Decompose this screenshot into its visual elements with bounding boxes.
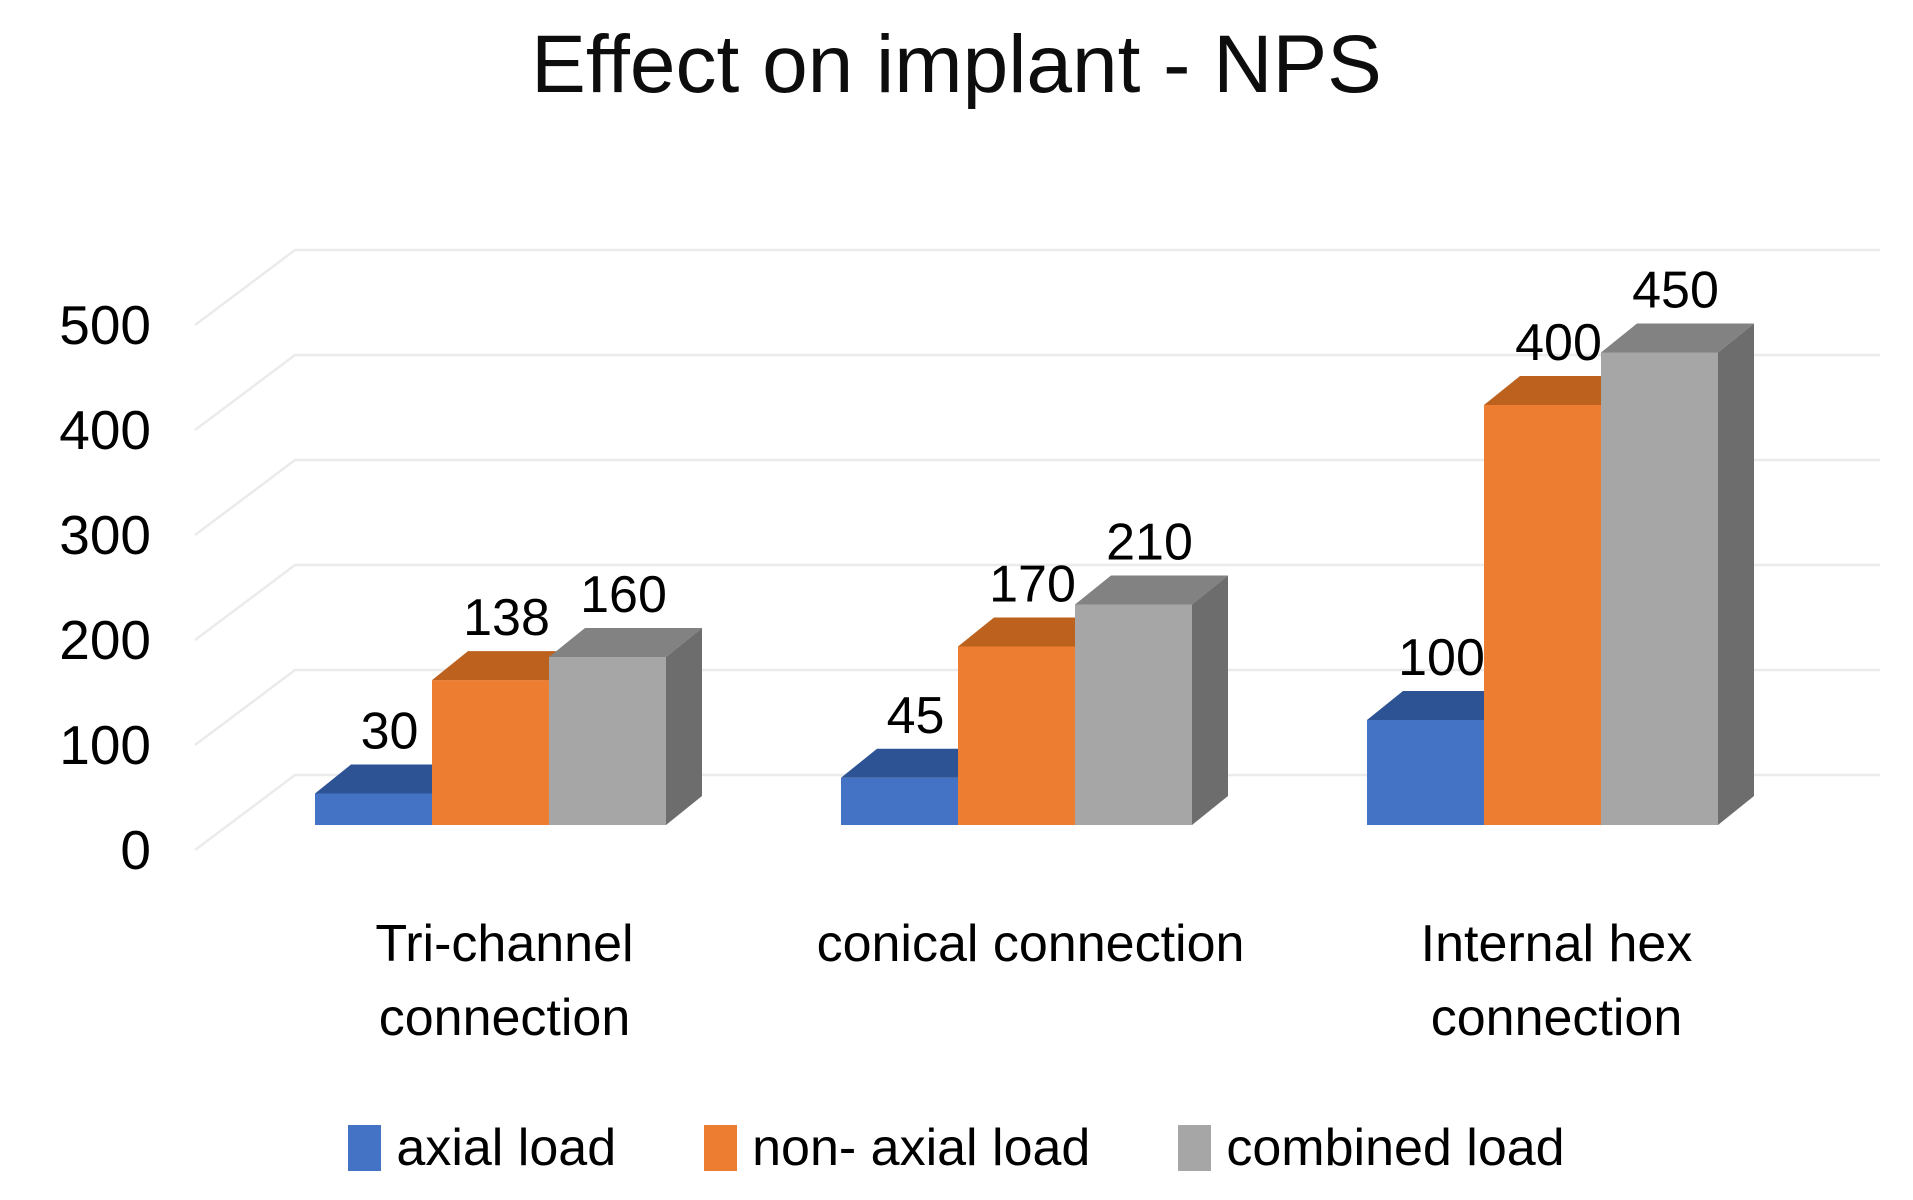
bar-top-face <box>1075 575 1228 605</box>
legend-swatch-icon <box>348 1125 382 1171</box>
gridline <box>194 248 1880 326</box>
gridline <box>194 353 1880 431</box>
bar-front-face <box>549 657 666 825</box>
data-label: 138 <box>463 589 550 647</box>
data-label: 160 <box>580 566 667 624</box>
category-label-line: connection <box>378 988 631 1047</box>
data-label: 30 <box>361 703 419 761</box>
legend-item: non- axial load <box>704 1118 1090 1178</box>
category-label-line: conical connection <box>816 915 1245 973</box>
bar-combined-load <box>1601 323 1754 825</box>
gridline <box>194 773 1880 851</box>
legend-swatch-icon <box>704 1125 738 1171</box>
data-label: 45 <box>887 687 945 745</box>
y-axis-tick-label: 0 <box>120 819 151 881</box>
bar-top-face <box>432 651 585 681</box>
chart-title: Effect on implant - NPS <box>531 19 1382 110</box>
category-label-line: connection <box>1430 988 1683 1047</box>
bar-combined-load <box>1075 575 1228 825</box>
data-labels-group: 30 138 160 45 170 210 100 400 450 <box>361 262 1719 761</box>
bar-top-face <box>1367 691 1520 720</box>
category-label: Internal hex connection <box>1247 908 1867 1056</box>
bar-front-face <box>841 777 958 825</box>
data-label: 170 <box>989 556 1076 614</box>
bar-combined-load <box>549 628 702 825</box>
legend-item: axial load <box>348 1118 616 1178</box>
legend-label: axial load <box>396 1119 617 1177</box>
y-axis-tick-label: 400 <box>59 399 151 461</box>
legend-label: non- axial load <box>752 1119 1091 1177</box>
bar-side-face <box>1192 575 1228 825</box>
gridline <box>194 563 1880 641</box>
data-label: 210 <box>1106 514 1193 572</box>
legend-label: combined load <box>1226 1119 1565 1177</box>
bar-top-face <box>841 748 994 778</box>
gridline <box>194 668 1880 746</box>
y-axis-tick-labels-group: 0 100 200 300 400 500 <box>59 294 151 881</box>
bar-side-face <box>666 628 702 825</box>
category-label-line: Tri-channel <box>375 915 634 973</box>
bar-side-face <box>1718 323 1754 825</box>
data-label: 100 <box>1398 629 1485 687</box>
bar-top-face <box>315 764 468 794</box>
bar-top-face <box>1601 323 1754 353</box>
data-label: 450 <box>1632 262 1719 320</box>
bar-front-face <box>1601 352 1718 825</box>
gridlines-group <box>194 248 1880 851</box>
bar-front-face <box>1484 405 1601 825</box>
category-label-line: Internal hex <box>1420 915 1693 973</box>
y-axis-tick-label: 500 <box>59 294 151 356</box>
bar-front-face <box>432 680 549 825</box>
category-label: Tri-channel connection <box>195 908 815 1056</box>
bars-group <box>315 323 1754 825</box>
bar-non--axial-load <box>1484 376 1637 825</box>
bar-front-face <box>958 646 1075 825</box>
bar-front-face <box>315 793 432 825</box>
bar-front-face <box>1075 604 1192 825</box>
legend-swatch-icon <box>1178 1125 1212 1171</box>
gridline <box>194 458 1880 536</box>
bar-front-face <box>1367 720 1484 825</box>
data-label: 400 <box>1515 314 1602 372</box>
bar-top-face <box>1484 376 1637 405</box>
chart-legend: axial load non- axial load combined load <box>0 1118 1913 1178</box>
y-axis-tick-label: 300 <box>59 504 151 566</box>
bar-top-face <box>549 628 702 657</box>
legend-item: combined load <box>1178 1118 1565 1178</box>
y-axis-tick-label: 100 <box>59 714 151 776</box>
bar-top-face <box>958 617 1111 647</box>
y-axis-tick-label: 200 <box>59 609 151 671</box>
category-label: conical connection <box>721 908 1341 982</box>
